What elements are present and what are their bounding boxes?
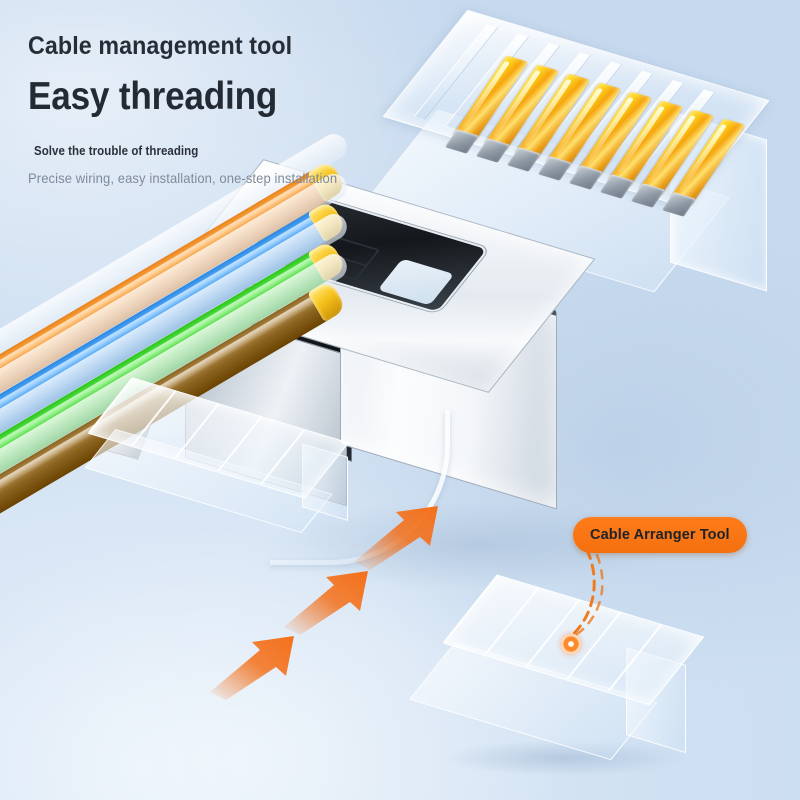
sleeve-divider: [174, 403, 220, 459]
cable-arranger-badge[interactable]: Cable Arranger Tool: [573, 517, 747, 553]
badge-label: Cable Arranger Tool: [590, 527, 730, 543]
sleeve-divider: [260, 429, 306, 485]
sleeve-divider: [217, 416, 263, 472]
motion-arrow-1: [208, 630, 308, 700]
cable-arranger-on-cables: [84, 377, 362, 578]
page-title: Cable management tool: [28, 32, 293, 60]
callout-target-marker: [561, 634, 581, 654]
motion-arrow-2: [282, 565, 382, 635]
headline-block: Cable management tool Easy threading Sol…: [28, 32, 488, 186]
callout-leader-line: [563, 548, 604, 643]
motion-arrow-3: [352, 500, 452, 570]
description-text: Precise wiring, easy installation, one-s…: [28, 169, 338, 186]
sleeve-divider: [131, 390, 177, 446]
headline-subtitle: Easy threading: [28, 74, 278, 118]
benefit-text: Solve the trouble of threading: [34, 143, 199, 158]
gold-contact-pins: [444, 50, 750, 217]
